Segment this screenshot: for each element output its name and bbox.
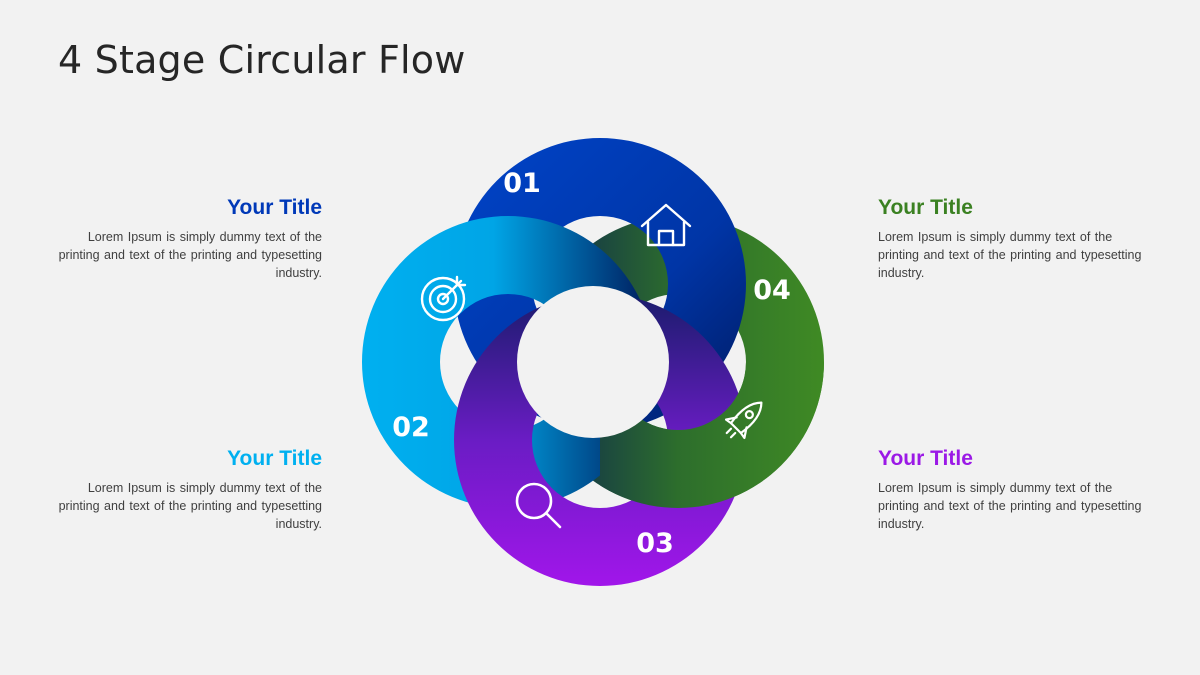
slide-title: 4 Stage Circular Flow — [58, 38, 466, 82]
stage-03-number: 03 — [636, 528, 674, 559]
stage-04-ring-front — [600, 362, 824, 508]
stage-04-description: Lorem Ipsum is simply dummy text of the … — [878, 230, 1142, 281]
target-icon — [420, 275, 467, 322]
stage-03-text: Your Title Lorem Ipsum is simply dummy t… — [878, 447, 1148, 533]
stage-01-title: Your Title — [227, 196, 322, 219]
stage-04-title: Your Title — [878, 196, 973, 219]
stage-02-text: Your Title Lorem Ipsum is simply dummy t… — [52, 447, 322, 533]
search-icon — [515, 482, 562, 529]
stage-02-title: Your Title — [227, 447, 322, 470]
stage-02-description: Lorem Ipsum is simply dummy text of the … — [58, 481, 322, 532]
center-hole — [517, 286, 669, 438]
stage-03-title: Your Title — [878, 447, 973, 470]
stage-01-description: Lorem Ipsum is simply dummy text of the … — [58, 230, 322, 281]
stage-04-text: Your Title Lorem Ipsum is simply dummy t… — [878, 196, 1148, 282]
rocket-icon — [724, 401, 763, 440]
home-icon — [640, 203, 692, 247]
stage-01-number: 01 — [503, 168, 541, 199]
stage-02-number: 02 — [392, 412, 430, 443]
stage-01-text: Your Title Lorem Ipsum is simply dummy t… — [52, 196, 322, 282]
stage-04-number: 04 — [753, 275, 791, 306]
stage-03-description: Lorem Ipsum is simply dummy text of the … — [878, 481, 1142, 532]
